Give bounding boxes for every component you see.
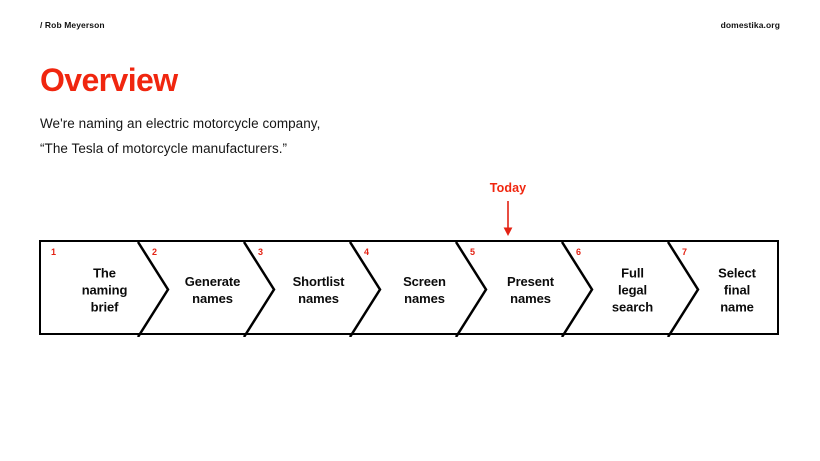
step-label-7: Select final name	[718, 264, 756, 315]
step-number-1: 1	[51, 247, 57, 257]
process-step-6[interactable]: 6 Full legal search	[571, 242, 684, 337]
step-number-2: 2	[152, 247, 158, 257]
step-label-2: Generate names	[184, 273, 241, 306]
body-text-line-1: We're naming an electric motorcycle comp…	[40, 116, 321, 131]
step-number-3: 3	[258, 247, 264, 257]
body-text-line-2: “The Tesla of motorcycle manufacturers.”	[40, 141, 288, 156]
step-label-4: Screen names	[403, 273, 446, 306]
process-flow-bar: 1 The naming brief 2 Generate names 3 Sh…	[39, 240, 781, 337]
step-label-3: Shortlist names	[292, 273, 345, 306]
brand-url: domestika.org	[720, 20, 780, 30]
step-label-5: Present names	[507, 273, 554, 306]
page-title: Overview	[40, 62, 178, 98]
step-label-1: The naming brief	[81, 264, 128, 315]
step-number-6: 6	[576, 247, 582, 257]
step-number-7: 7	[682, 247, 688, 257]
process-step-2[interactable]: 2 Generate names	[147, 242, 260, 337]
today-marker: Today	[456, 182, 560, 237]
process-step-7[interactable]: 7 Select final name	[677, 242, 781, 337]
step-number-4: 4	[364, 247, 370, 257]
process-step-5[interactable]: 5 Present names	[465, 242, 578, 337]
today-label: Today	[489, 181, 527, 195]
step-list: 1 The naming brief 2 Generate names 3 Sh…	[41, 242, 781, 337]
process-step-4[interactable]: 4 Screen names	[359, 242, 472, 337]
step-label-6: Full legal search	[611, 264, 654, 315]
process-step-3[interactable]: 3 Shortlist names	[253, 242, 366, 337]
down-arrow-icon	[503, 200, 513, 236]
presenter-byline: / Rob Meyerson	[40, 20, 105, 30]
step-number-5: 5	[470, 247, 476, 257]
process-step-1[interactable]: 1 The naming brief	[41, 242, 154, 337]
